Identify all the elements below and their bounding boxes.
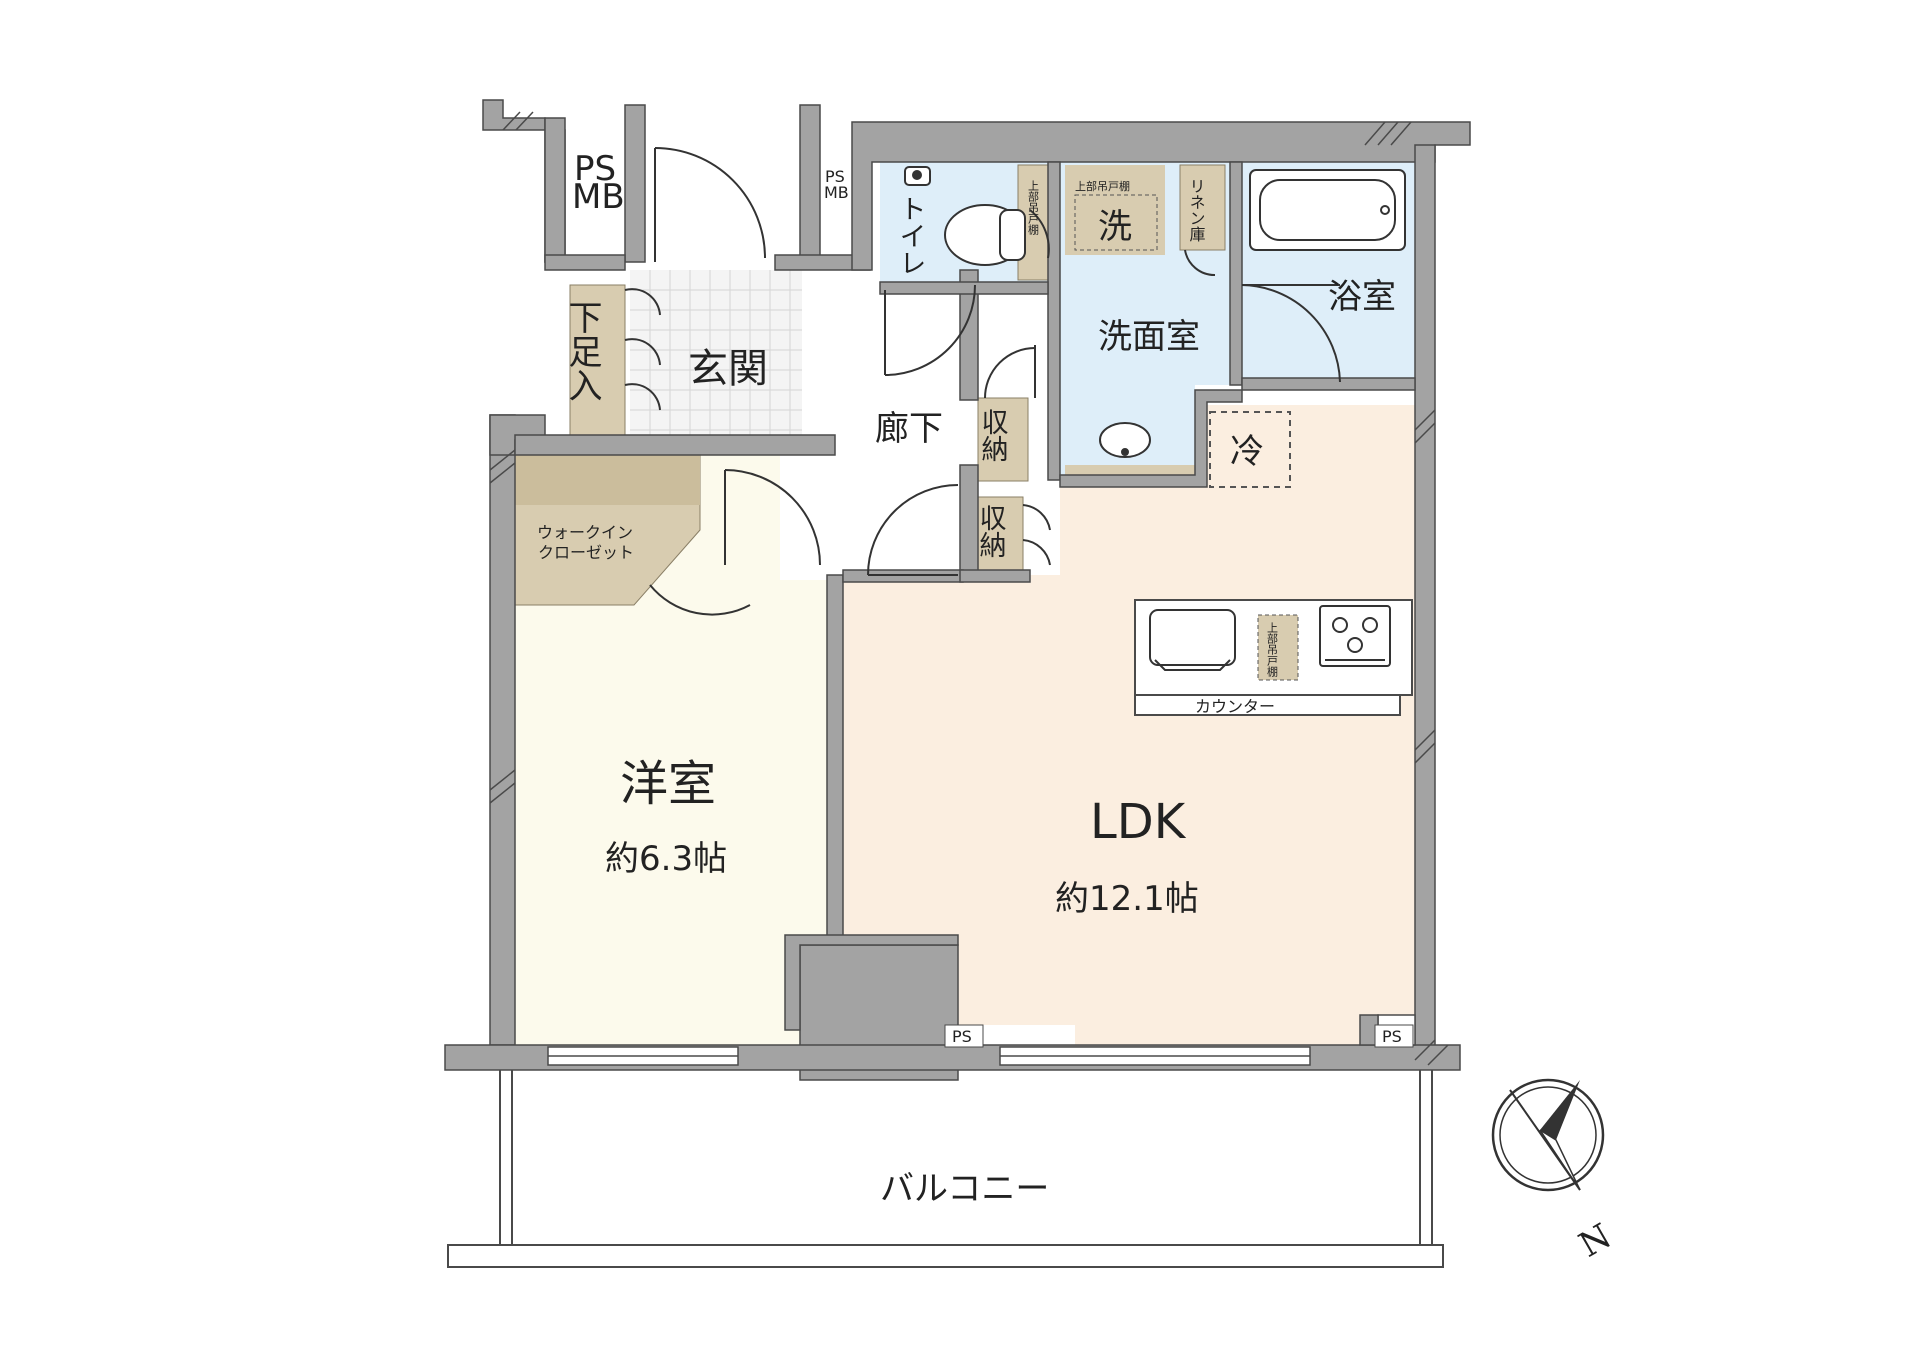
walkin-closet-line2: クローゼット bbox=[538, 543, 634, 562]
shoe-box-label: 下足入 bbox=[562, 300, 602, 402]
kitchen-shelf-label: 上部吊戸棚 bbox=[1266, 622, 1279, 678]
storage-2[interactable] bbox=[977, 496, 1024, 573]
walkin-closet-line1: ウォークイン bbox=[537, 523, 633, 542]
toilet-shelf-label: 上部吊戸棚 bbox=[1027, 180, 1040, 236]
north-compass bbox=[1491, 1078, 1605, 1192]
washroom-label: 洗面室 bbox=[1098, 317, 1200, 357]
kitchen-sink-drain bbox=[1154, 659, 1231, 671]
ldk-area: 約12.1帖 bbox=[1055, 879, 1199, 919]
toilet-label: トイレ bbox=[895, 195, 926, 276]
western-room-area: 約6.3帖 bbox=[605, 839, 727, 879]
walkin-closet-shelf bbox=[515, 455, 700, 505]
ps-mb-left-line1: PS bbox=[574, 149, 616, 189]
washer-area bbox=[1065, 165, 1165, 255]
ps-bottom-left-label: PS bbox=[952, 1027, 972, 1046]
ps-mb-right-line1: PS bbox=[825, 167, 845, 186]
windows bbox=[547, 1046, 1311, 1066]
washer-label: 洗 bbox=[1098, 207, 1132, 247]
ps-box-bottom-right bbox=[1374, 1024, 1414, 1048]
kitchen-sink bbox=[1149, 609, 1236, 666]
fridge-label: 冷 bbox=[1230, 432, 1264, 472]
storage2-label: 収納 bbox=[975, 504, 1007, 558]
counter-label: カウンター bbox=[1195, 697, 1275, 716]
balcony bbox=[447, 1070, 1444, 1268]
hallway-label: 廊下 bbox=[875, 409, 943, 449]
bathroom-label: 浴室 bbox=[1328, 277, 1396, 317]
storage-1[interactable] bbox=[977, 397, 1029, 482]
storage1-label: 収納 bbox=[977, 408, 1009, 462]
linen-storage[interactable] bbox=[1179, 164, 1226, 251]
doors bbox=[624, 147, 1341, 616]
kitchen-upper-cabinet bbox=[1257, 614, 1299, 681]
bathtub-fixture bbox=[1249, 169, 1406, 251]
ps-mb-right-line2: MB bbox=[824, 183, 849, 202]
entrance-tile-grid bbox=[630, 270, 802, 436]
ps-bottom-right-label: PS bbox=[1382, 1027, 1402, 1046]
balcony-label: バルコニー bbox=[880, 1169, 1049, 1209]
kitchen-stove bbox=[1319, 605, 1391, 667]
linen-label: リネン庫 bbox=[1187, 178, 1206, 242]
ps-mb-left-line2: MB bbox=[572, 177, 625, 217]
ldk-name: LDK bbox=[1090, 794, 1187, 850]
western-room-name: 洋室 bbox=[620, 756, 716, 812]
entrance-label: 玄関 bbox=[688, 346, 768, 392]
wall-hatch-marks bbox=[489, 111, 1449, 1066]
wash-basin bbox=[1099, 422, 1151, 458]
washer-top-label: 上部吊戸棚 bbox=[1075, 179, 1130, 193]
compass-north-label: N bbox=[1573, 1216, 1619, 1266]
shoe-box[interactable] bbox=[569, 284, 626, 436]
toilet-fixture bbox=[904, 166, 1026, 266]
washer-box bbox=[1074, 194, 1158, 251]
ps-box-bottom-left bbox=[944, 1024, 984, 1048]
